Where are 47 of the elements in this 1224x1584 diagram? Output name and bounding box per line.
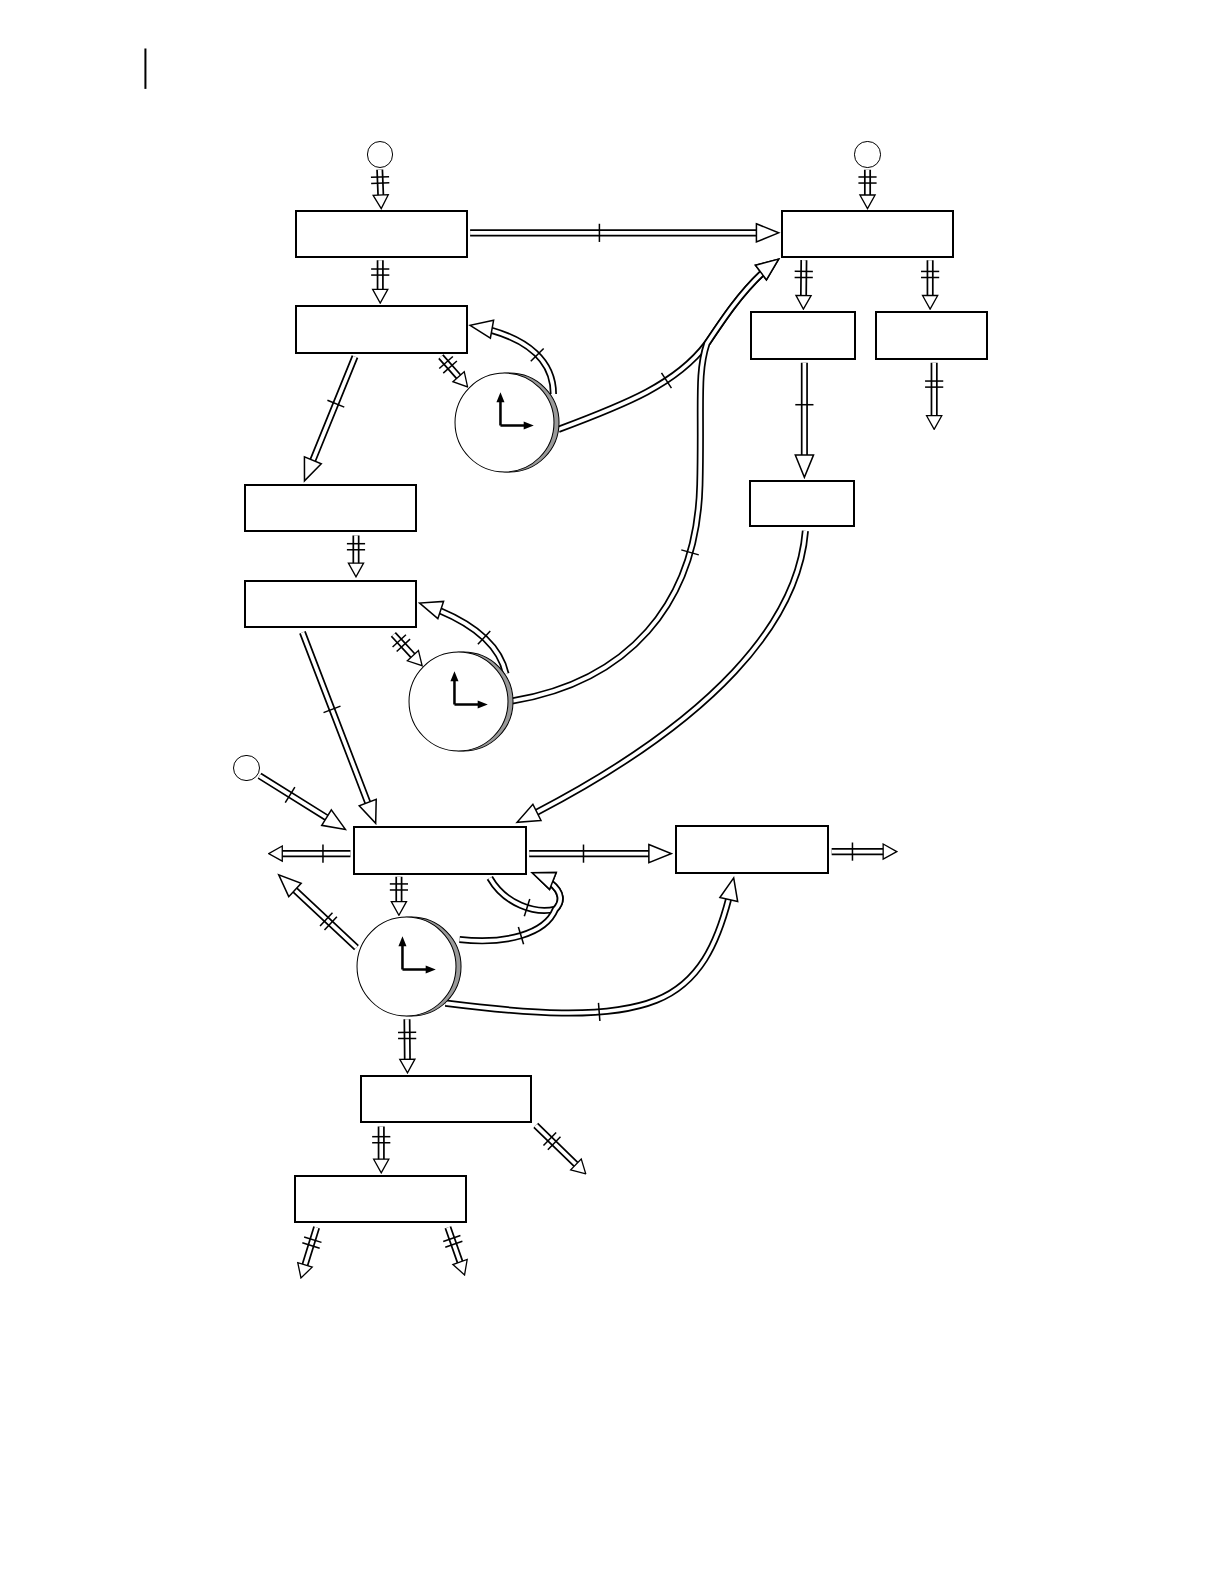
- double-line-arrow: [459, 869, 564, 946]
- process-box: [294, 210, 468, 258]
- double-line-arrow: [793, 260, 814, 310]
- double-line-arrow: [301, 355, 359, 483]
- double-line-arrow: [390, 632, 425, 669]
- process-box: [293, 1174, 467, 1224]
- process-box: [780, 210, 955, 258]
- process-box: [750, 311, 857, 360]
- double-line-arrow: [920, 260, 940, 310]
- double-line-arrow: [533, 1122, 589, 1177]
- double-line-arrow: [438, 354, 471, 390]
- double-line-arrow: [297, 1226, 323, 1279]
- process-box: [874, 311, 988, 360]
- double-line-arrow: [299, 631, 379, 825]
- double-line-arrow: [371, 1126, 392, 1174]
- clock-node: [355, 914, 465, 1020]
- double-line-arrow: [370, 260, 391, 304]
- process-box: [674, 825, 830, 874]
- double-line-arrow: [515, 530, 809, 826]
- process-box: [294, 305, 468, 354]
- process-box: [244, 579, 418, 629]
- circle-node: [854, 141, 881, 168]
- double-line-arrow: [268, 843, 351, 864]
- double-line-arrow: [444, 877, 739, 1022]
- process-box: [359, 1074, 533, 1124]
- circle-node: [366, 141, 393, 168]
- double-line-arrow: [924, 362, 944, 430]
- double-line-arrow: [276, 872, 359, 951]
- clock-node: [407, 648, 517, 754]
- clock-node: [453, 369, 563, 475]
- process-box: [353, 826, 528, 875]
- double-line-arrow: [857, 169, 878, 210]
- double-line-arrow: [831, 841, 898, 862]
- double-line-arrow: [257, 772, 348, 833]
- double-line-arrow: [794, 362, 815, 479]
- process-box: [244, 483, 418, 533]
- double-line-arrow: [370, 169, 391, 210]
- double-line-arrow: [397, 1019, 417, 1074]
- double-line-arrow: [442, 1226, 468, 1277]
- process-box: [749, 479, 856, 528]
- double-line-arrow: [418, 599, 510, 675]
- double-line-arrow: [470, 223, 780, 243]
- double-line-arrow: [529, 843, 672, 864]
- double-line-arrow: [346, 535, 366, 578]
- circle-node: [233, 754, 260, 781]
- double-line-arrow: [469, 320, 557, 395]
- double-line-arrow: [389, 876, 409, 916]
